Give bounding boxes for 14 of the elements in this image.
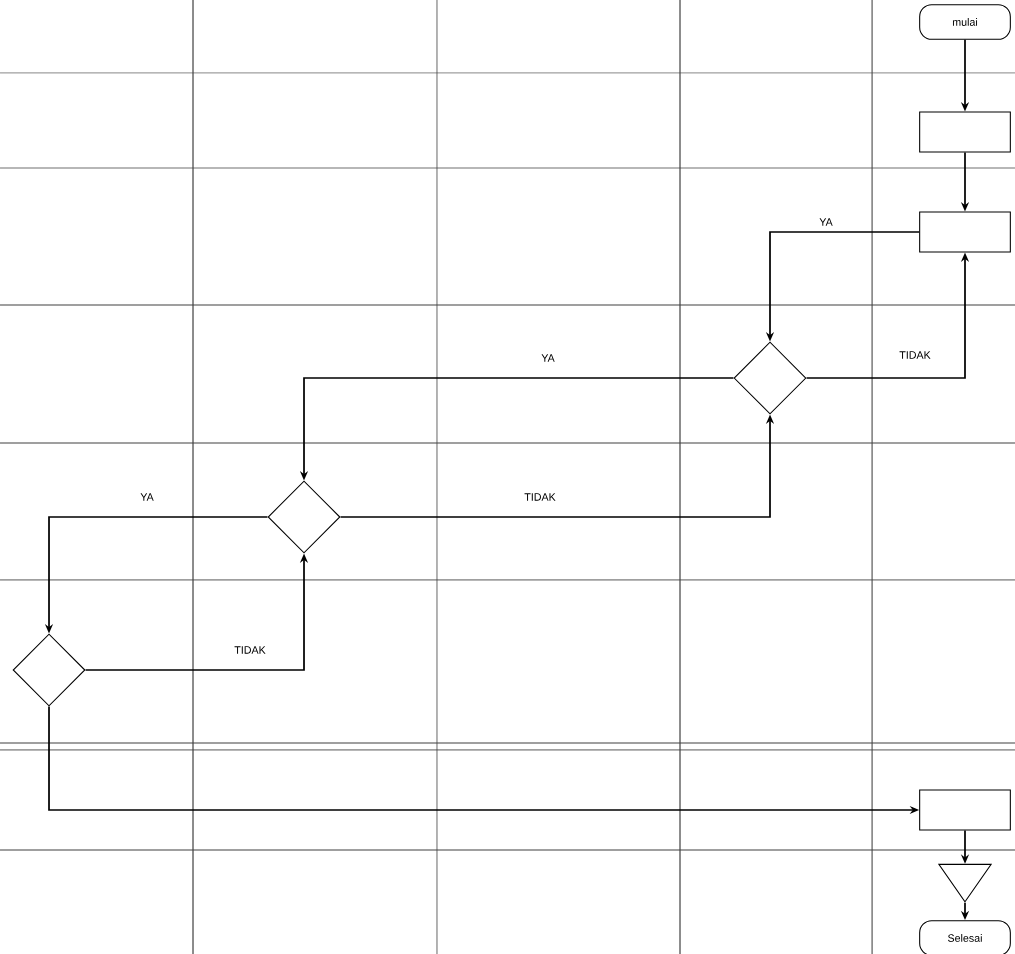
decision-diamond bbox=[267, 480, 341, 554]
edge-label: TIDAK bbox=[897, 349, 933, 361]
edge-label: YA bbox=[817, 216, 835, 228]
decision-diamond bbox=[12, 633, 86, 707]
edge-label: TIDAK bbox=[522, 491, 558, 503]
terminator: mulai bbox=[919, 4, 1011, 40]
edge-label: YA bbox=[539, 352, 557, 364]
process-box bbox=[919, 789, 1011, 831]
process-box bbox=[919, 211, 1011, 253]
terminator: Selesai bbox=[919, 920, 1011, 954]
edge-label: TIDAK bbox=[232, 644, 268, 656]
process-box bbox=[919, 111, 1011, 153]
decision-diamond bbox=[733, 341, 807, 415]
edge-label: YA bbox=[138, 491, 156, 503]
